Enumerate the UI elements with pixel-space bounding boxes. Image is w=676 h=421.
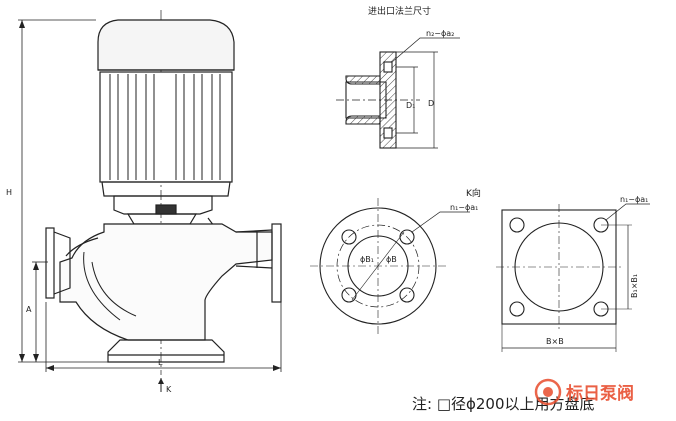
motor-cap — [97, 19, 235, 71]
pump-elevation — [18, 10, 282, 392]
inlet-flange — [45, 227, 55, 299]
dim-BxB-label: B×B — [546, 337, 564, 346]
dim-B1xB1-label: B₁×B₁ — [630, 274, 639, 298]
square-base-view — [496, 203, 650, 352]
flange-bolt-label: n₂−ϕa₂ — [426, 29, 454, 38]
round-base-view — [310, 198, 470, 334]
outlet-flange — [271, 223, 282, 303]
pump-casing — [59, 223, 273, 341]
base-note: 注: □径ϕ200以上用方盘底 — [412, 395, 595, 413]
dim-D1-label: D₁ — [406, 101, 415, 110]
motor-bracket — [113, 195, 213, 215]
dim-A-label: A — [26, 305, 32, 314]
square-bolt-label: n₁−ϕa₁ — [620, 195, 648, 204]
motor-body — [99, 71, 233, 183]
watermark-text: 标日泵阀 — [566, 383, 634, 404]
flange-title: 进出口法兰尺寸 — [368, 5, 431, 17]
dim-D-label: D — [428, 99, 434, 108]
motor-fins — [109, 74, 221, 180]
dim-K-label: K — [166, 385, 172, 394]
pump-base — [107, 339, 225, 363]
k-view-title: K向 — [466, 187, 481, 199]
dim-phiB-label: ϕB — [386, 255, 397, 264]
round-bolt-label: n₁−ϕa₁ — [450, 203, 478, 212]
dim-phiB1-label: ϕB₁ — [360, 255, 374, 264]
dim-L-label: L — [158, 358, 163, 367]
watermark-logo: 标日泵阀 — [534, 378, 634, 406]
dim-H-label: H — [6, 188, 12, 197]
flange-section — [336, 37, 460, 149]
